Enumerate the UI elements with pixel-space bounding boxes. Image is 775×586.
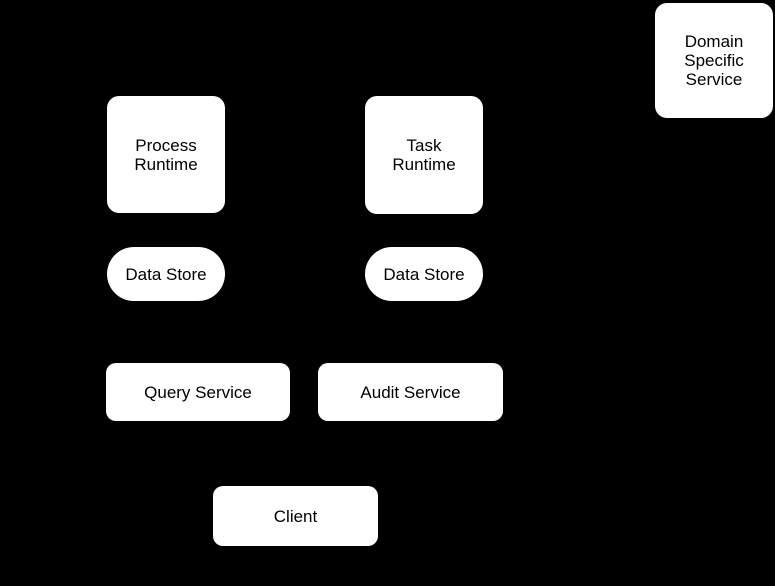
node-process-runtime-label: Process Runtime [134,135,198,174]
node-query-service: Query Service [106,363,290,421]
node-data-store-left-label: Data Store [125,264,207,284]
node-data-store-right: Data Store [365,247,483,301]
node-client-label: Client [273,506,318,526]
node-client: Client [213,486,378,546]
node-audit-service-label: Audit Service [360,382,461,402]
node-data-store-left: Data Store [107,247,225,301]
node-process-runtime: Process Runtime [107,96,225,213]
node-domain-specific-service-label: Domain Specific Service [684,32,744,89]
node-query-service-label: Query Service [144,382,252,402]
node-domain-specific-service: Domain Specific Service [655,3,773,118]
node-audit-service: Audit Service [318,363,503,421]
node-task-runtime: Task Runtime [365,96,483,214]
node-data-store-right-label: Data Store [383,264,465,284]
node-task-runtime-label: Task Runtime [392,136,456,174]
